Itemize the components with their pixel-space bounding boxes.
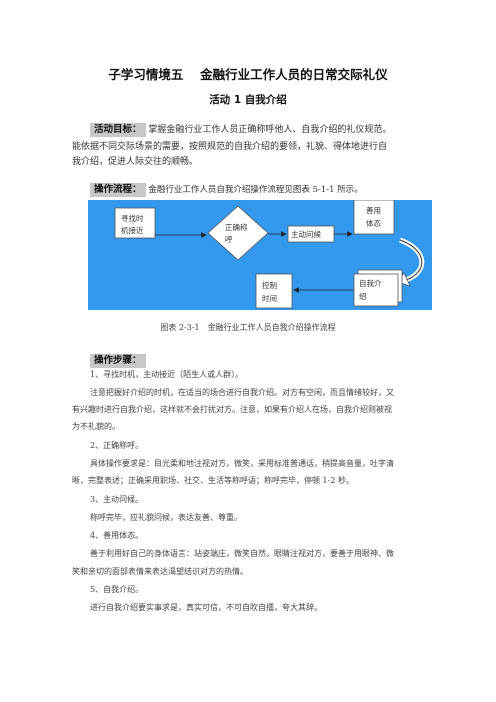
goal-text-1: 掌握金融行业工作人员正确称呼他人、自我介绍的礼仪规范。 — [148, 125, 392, 135]
diamond-label-2: 呼 — [225, 234, 233, 244]
flow-diagram: 寻找时 机接近 正确称 呼 主动问候 善用 体态 自我介 — [88, 200, 432, 310]
step-4-title: 4、善用体态。 — [90, 531, 144, 540]
steps-heading: 操作步骤： — [90, 348, 146, 368]
goal-tag: 活动目标： — [90, 123, 146, 137]
curved-arrow-outline — [399, 239, 423, 281]
process-tag: 操作流程： — [90, 183, 146, 197]
box-find-label-2: 机接近 — [121, 225, 144, 235]
process-text: 金融行业工作人员自我介绍操作流程见图表 5-1-1 所示。 — [148, 185, 363, 195]
box-greet-label: 主动问候 — [291, 229, 321, 239]
step-1-body-2: 有兴趣时进行自我介绍，这样就不会打扰对方。注意，如果有介绍人在场，自我介绍则被视 — [72, 405, 392, 414]
step-5-body-1: 进行自我介绍要实事求是，真实可信，不可自吹自擂，夸大其辞。 — [90, 603, 322, 612]
box-body-label-2: 体态 — [366, 218, 381, 228]
box-self-intro: 自我介 绍 — [353, 269, 403, 307]
box-body-label-1: 善用 — [366, 205, 381, 215]
diagram-caption: 图表 2-3-1 金融行业工作人员自我介绍操作流程 — [160, 323, 336, 332]
steps-tag: 操作步骤： — [90, 354, 146, 368]
box-intro-label-1: 自我介 — [359, 278, 382, 288]
goal-line-1: 活动目标： 掌握金融行业工作人员正确称呼他人、自我介绍的礼仪规范。 — [90, 123, 391, 137]
step-4-body-1: 善于利用好自己的身体语言：站姿端庄，微笑自然，眼睛注视对方，要善于用眼神、微 — [90, 549, 394, 558]
goal-line-3: 我介绍，促进人际交往的顺畅。 — [72, 157, 199, 167]
diamond-label-1: 正确称 — [225, 222, 248, 232]
step-3-body-1: 称呼完毕，应礼貌问候，表达友善、尊重。 — [90, 513, 242, 522]
page-title: 子学习情境五 金融行业工作人员的日常交际礼仪 — [108, 67, 388, 82]
step-3-title: 3、主动问候。 — [90, 495, 144, 504]
step-1-body-3: 为不礼貌的。 — [72, 422, 120, 431]
step-2-body-2: 晰，完整表述；正确采用职场、社交、生活等称呼语；称呼完毕，停顿 1-2 秒。 — [72, 476, 354, 485]
box-find-label-1: 寻找时 — [121, 213, 144, 223]
box-control-time: 控制 时间 — [255, 273, 293, 309]
step-5-title: 5、自我介绍。 — [90, 585, 144, 594]
step-2-body-1: 具体操作要求是：目光柔和地注视对方，微笑，采用标准普通话，稍提高音量，吐字清 — [90, 459, 394, 468]
step-2-title: 2、正确称呼。 — [90, 441, 144, 450]
step-4-body-2: 笑和亲切的面部表情来表达渴望结识对方的热情。 — [72, 567, 248, 576]
box-find-opportunity: 寻找时 机接近 — [114, 207, 156, 239]
goal-line-2: 能依据不同交际场景的需要，按照规范的自我介绍的要领，礼貌、得体地进行自 — [72, 142, 388, 152]
activity-subtitle: 活动 1 自我介绍 — [209, 94, 287, 106]
step-1-title: 1、寻找时机，主动接近（陌生人或人群）。 — [90, 370, 244, 379]
box-intro-label-2: 绍 — [359, 291, 367, 301]
box-greet: 主动问候 — [287, 225, 335, 243]
process-heading: 操作流程： 金融行业工作人员自我介绍操作流程见图表 5-1-1 所示。 — [90, 183, 363, 197]
box-time-label-1: 控制 — [262, 280, 277, 290]
box-body-language: 善用 体态 — [353, 200, 395, 235]
diamond-correct-address: 正确称 呼 — [207, 205, 269, 261]
step-1-body-1: 注意把握好介绍的时机，在适当的场合进行自我介绍。对方有空闲，而且情绪较好，又 — [90, 388, 394, 397]
box-time-label-2: 时间 — [262, 293, 277, 303]
